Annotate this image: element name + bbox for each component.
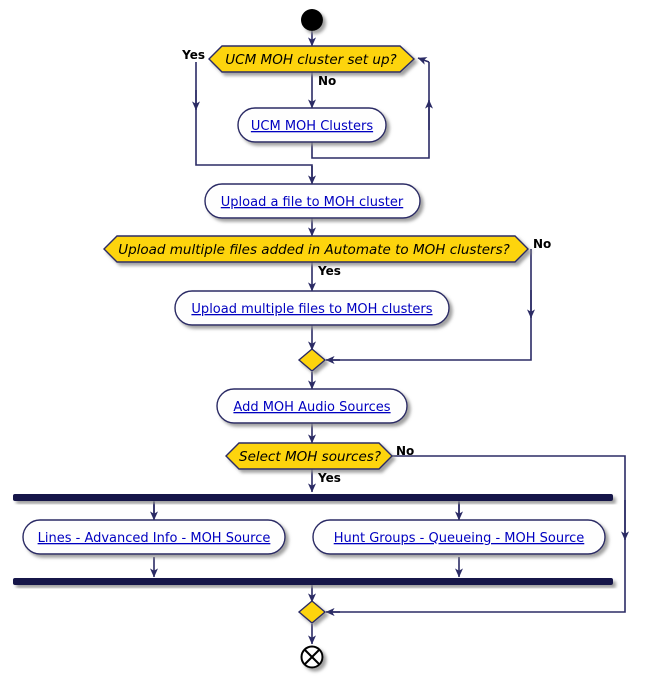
join-bar: [13, 578, 613, 585]
activity-node-a5[interactable]: Lines - Advanced Info - MOH Source: [22, 519, 286, 555]
activity-node-a2[interactable]: Upload a file to MOH cluster: [204, 183, 421, 219]
activity-label[interactable]: Lines - Advanced Info - MOH Source: [38, 531, 271, 546]
decision-shape: [103, 235, 529, 263]
d1-no-label: No: [318, 74, 336, 88]
d3-no-label: No: [396, 444, 414, 458]
activity-node-a3[interactable]: Upload multiple files to MOH clusters: [174, 290, 450, 326]
activity-label[interactable]: Add MOH Audio Sources: [233, 400, 390, 415]
d2-yes-label: Yes: [317, 264, 341, 278]
decision-node-d1[interactable]: UCM MOH cluster set up?: [208, 45, 416, 73]
activity-shape: [22, 519, 286, 555]
decision-shape: [225, 442, 393, 470]
activity-shape: [204, 183, 421, 219]
edge-a1-loopback-to-d1: [417, 57, 430, 65]
fork-bar: [13, 494, 613, 501]
merge-node-m2: [297, 600, 327, 624]
connector-layer: [150, 31, 629, 645]
activity-node-a6[interactable]: Hunt Groups - Queueing - MOH Source: [312, 519, 606, 555]
decision-node-d2[interactable]: Upload multiple files added in Automate …: [103, 235, 529, 263]
activity-label[interactable]: UCM MOH Clusters: [251, 119, 373, 134]
decision-label: Select MOH sources?: [239, 449, 381, 465]
end-node: [300, 645, 324, 669]
edge-d2-no: [326, 249, 532, 361]
activity-label[interactable]: Hunt Groups - Queueing - MOH Source: [334, 531, 585, 546]
d2-no-label: No: [533, 237, 551, 251]
activity-label[interactable]: Upload multiple files to MOH clusters: [191, 302, 432, 317]
decision-shape: [208, 45, 416, 73]
activity-shape: [216, 388, 408, 424]
activity-shape: [312, 519, 606, 555]
d3-yes-label: Yes: [317, 471, 341, 485]
activity-label[interactable]: Upload a file to MOH cluster: [221, 195, 404, 210]
decision-node-d3[interactable]: Select MOH sources?: [225, 442, 393, 470]
activity-node-a1[interactable]: UCM MOH Clusters: [237, 107, 387, 143]
decision-label: UCM MOH cluster set up?: [225, 52, 396, 68]
start-node: [301, 9, 323, 31]
decision-label: Upload multiple files added in Automate …: [118, 242, 510, 258]
d1-yes-label: Yes: [181, 48, 205, 62]
activity-shape: [237, 107, 387, 143]
activity-node-a4[interactable]: Add MOH Audio Sources: [216, 388, 408, 424]
merge-node-m1: [297, 348, 327, 372]
activity-shape: [174, 290, 450, 326]
